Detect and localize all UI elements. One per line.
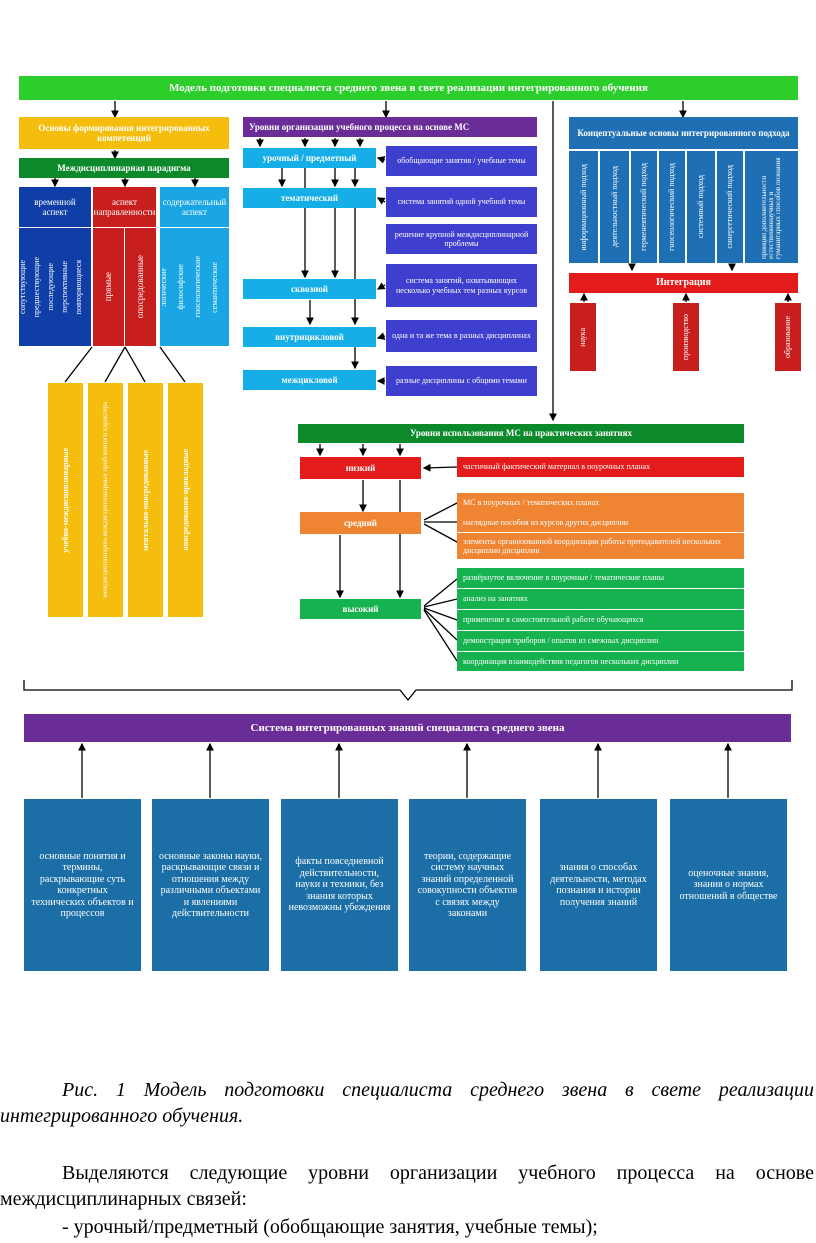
practice-item-high: анализ на занятиях	[457, 589, 744, 609]
level-description: одна и та же тема в разных дисциплинах	[386, 320, 537, 352]
practice-item-high: демонстрация приборов / опытов из смежны…	[457, 631, 744, 651]
level-description: система занятий одной учебной темы	[386, 187, 537, 217]
level-description: решение крупной междисциплинарной пробле…	[386, 224, 537, 254]
level-description: обобщающие занятия / учебные темы	[386, 146, 537, 176]
approach-item: информационный подход	[569, 151, 598, 263]
approach-item: деятельностный подход	[600, 151, 629, 263]
bottom-col: опосредованно-прикладные	[168, 383, 203, 617]
practice-item-high: применение в самостоятельной работе обуч…	[457, 610, 744, 630]
practice-item-high: развёрнутое включение в поурочные / тема…	[457, 568, 744, 588]
practice-item-low: частичный фактический материал в поурочн…	[457, 457, 744, 477]
knowledge-box: оценочные знания, знания о нормах отноше…	[670, 799, 787, 971]
paragraph: Выделяются следующие уровни организации …	[0, 1162, 814, 1210]
aspect-temporal: временной аспект	[19, 187, 91, 227]
direction-item: опосредованные	[125, 228, 156, 346]
aspect-content: содержательный аспект	[160, 187, 229, 227]
knowledge-box: факты повседневной действительности, нау…	[281, 799, 398, 971]
knowledge-box: основные законы науки, раскрывающие связ…	[152, 799, 269, 971]
right-header: Концептуальные основы интегрированного п…	[569, 117, 798, 149]
bottom-col: ментально-опосредованные	[128, 383, 163, 617]
figure-caption: Рис. 1 Модель подготовки специалиста сре…	[0, 1079, 814, 1127]
aspect-direction: аспект направленности	[93, 187, 156, 227]
temporal-item: перспективные	[61, 228, 75, 346]
knowledge-box: теории, содержащие систему научных знани…	[409, 799, 526, 971]
integration-item: наука	[570, 303, 596, 371]
left-header: Основы формирования интегрированных комп…	[19, 117, 229, 149]
approach-item: герменевтический подход	[631, 151, 657, 263]
model-title: Модель подготовки специалиста среднего з…	[19, 76, 798, 100]
temporal-item: предшествующие	[33, 228, 47, 346]
integration-item: образование	[775, 303, 801, 371]
practice-level-mid: средний	[300, 512, 421, 534]
knowledge-box: знания о способах деятельности, методах …	[540, 799, 657, 971]
system-title: Система интегрированных знаний специалис…	[24, 714, 791, 742]
level-description: система занятий, охватывающих несколько …	[386, 264, 537, 307]
practice-item-mid: МС в поурочных / тематических планах	[457, 493, 744, 513]
level-through: сквозной	[243, 279, 376, 299]
practice-level-high: высокий	[300, 599, 421, 619]
level-intercycle: межцикловой	[243, 370, 376, 390]
content-item: семантические	[211, 228, 229, 346]
approach-item: принцип дополнительности естественнонауч…	[745, 151, 798, 263]
level-lesson: урочный / предметный	[243, 148, 376, 168]
level-thematic: тематический	[243, 188, 376, 208]
content-item: логические	[160, 228, 177, 346]
practice-item-mid: элементы организованной координации рабо…	[457, 533, 744, 559]
knowledge-box: основные понятия и термины, раскрывающие…	[24, 799, 141, 971]
paragraph: - урочный/предметный (обобщающие занятия…	[62, 1216, 598, 1238]
direction-item: прямые	[93, 228, 124, 346]
temporal-item: повторяющиеся	[75, 228, 91, 346]
practice-item-high: координация взаимодействия педагогов нес…	[457, 652, 744, 671]
approach-item: синергетический подход	[717, 151, 743, 263]
bottom-col: междисциплинарно-междисциплинарные пробл…	[88, 383, 123, 617]
bottom-col: учебно-междисциплинарные	[48, 383, 83, 617]
temporal-item: последующие	[47, 228, 61, 346]
temporal-item: сопутствующие	[19, 228, 33, 346]
approach-item: гносеологический подход	[659, 151, 685, 263]
level-description: разные дисциплины с общими темами	[386, 366, 537, 396]
approach-item: системный подход	[687, 151, 715, 263]
content-item: философские	[177, 228, 194, 346]
practice-level-low: низкий	[300, 457, 421, 479]
paradigm-box: Междисциплинарная парадигма	[19, 158, 229, 178]
integration-item: производство	[673, 303, 699, 371]
middle-header: Уровни организации учебного процесса на …	[243, 117, 537, 137]
practice-header: Уровни использования МС на практических …	[298, 424, 744, 443]
practice-item-mid: наглядные пособия из курсов других дисци…	[457, 513, 744, 532]
integration-box: Интеграция	[569, 273, 798, 293]
content-item: гносеологические	[194, 228, 211, 346]
level-intracycle: внутрицикловой	[243, 327, 376, 347]
